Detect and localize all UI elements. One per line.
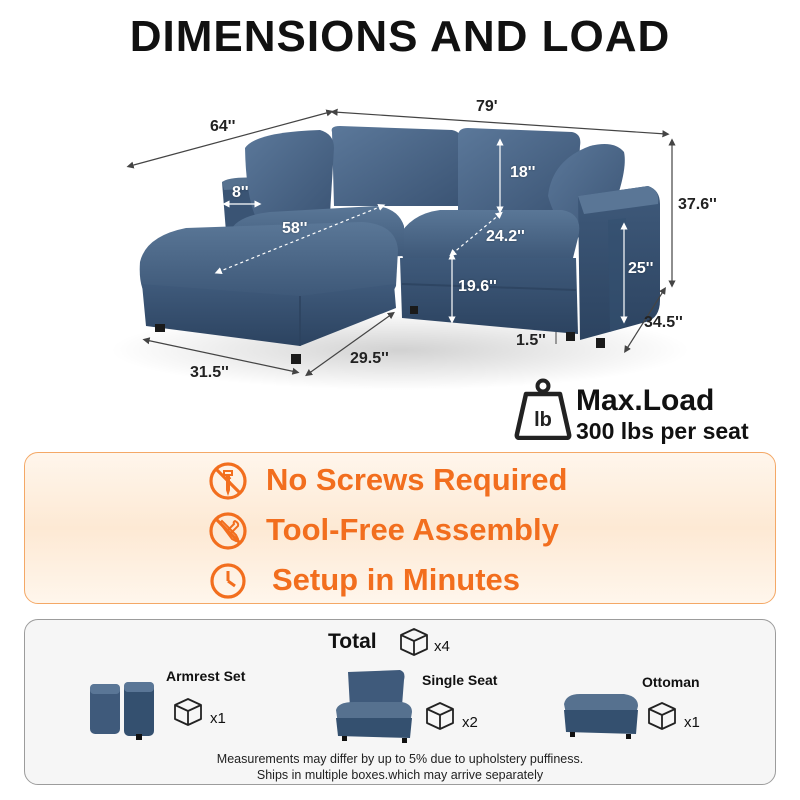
dim-side-depth: 34.5'' — [644, 314, 683, 331]
footnote-measurements: Measurements may differ by up to 5% due … — [216, 752, 584, 766]
dim-ottoman-length: 31.5'' — [190, 364, 229, 381]
armrest-set-label: Armrest Set — [166, 668, 246, 684]
footnote-shipping: Ships in multiple boxes.which may arrive… — [256, 768, 544, 782]
box-icon — [174, 698, 202, 726]
dim-depth-left: 64'' — [210, 118, 236, 135]
page-title: DIMENSIONS AND LOAD — [129, 12, 671, 61]
leg — [566, 332, 575, 341]
dim-back-height: 18'' — [510, 164, 536, 181]
feature-text-no-screws: No Screws Required — [266, 462, 568, 497]
box-icon — [426, 702, 454, 730]
single-seat-qty: x2 — [462, 714, 478, 731]
dim-seat-width: 24.2'' — [486, 228, 525, 245]
total-label: Total — [328, 630, 377, 653]
total-qty: x4 — [434, 638, 450, 655]
back-cushion-left — [331, 126, 462, 206]
ottoman-qty: x1 — [684, 714, 700, 731]
armrest-set-image — [90, 682, 154, 740]
dim-seat-depth: 58'' — [282, 220, 308, 237]
box-icon — [400, 628, 428, 656]
features-panel — [24, 452, 776, 604]
weight-icon-label: lb — [534, 409, 552, 431]
throw-pillow-left — [245, 130, 334, 222]
dim-leg-height: 1.5'' — [516, 332, 546, 349]
single-seat-image — [336, 670, 412, 743]
dim-seat-height: 19.6'' — [458, 278, 497, 295]
box-icon — [648, 702, 676, 730]
weight-icon: lb — [514, 378, 572, 440]
sofa-illustration — [110, 108, 690, 390]
ottoman-image — [564, 694, 638, 739]
seat-base-right — [400, 258, 578, 334]
ottoman-label: Ottoman — [642, 674, 700, 690]
dim-length: 79' — [476, 98, 498, 115]
dim-ottoman-width: 29.5'' — [350, 350, 389, 367]
feature-text-tool-free: Tool-Free Assembly — [266, 512, 559, 547]
feature-text-setup: Setup in Minutes — [272, 562, 520, 597]
dim-height: 37.6'' — [678, 196, 717, 213]
no-tools-icon — [209, 512, 247, 550]
leg — [155, 324, 165, 332]
leg — [596, 338, 605, 348]
armrest-set-qty: x1 — [210, 710, 226, 727]
no-screws-icon — [209, 462, 247, 500]
max-load-label: Max.Load — [576, 384, 715, 417]
dim-arm-height: 25'' — [628, 260, 654, 277]
max-load-value: 300 lbs per seat — [576, 418, 749, 444]
clock-icon — [210, 563, 246, 599]
single-seat-label: Single Seat — [422, 672, 498, 688]
dim-armrest-width: 8'' — [232, 184, 249, 201]
leg — [410, 306, 418, 314]
leg — [291, 354, 301, 364]
